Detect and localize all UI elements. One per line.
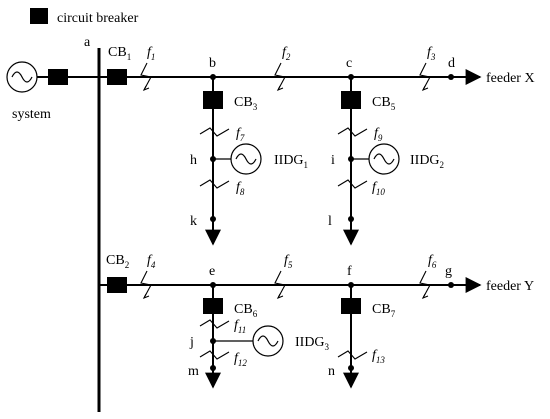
bus-label-n: n xyxy=(328,364,335,379)
breaker-cb1 xyxy=(107,69,127,85)
breaker-cb2 xyxy=(107,277,127,293)
bus-label-j: j xyxy=(189,335,194,350)
bus-label-i: i xyxy=(331,153,335,168)
bus-node-g xyxy=(448,282,454,288)
breaker-cb3 xyxy=(203,91,223,109)
bus-label-k: k xyxy=(190,214,197,229)
breaker-cb6 xyxy=(203,298,223,314)
breaker-cb1-label: CB1 xyxy=(108,45,131,62)
fault-label-f9: f9 xyxy=(374,126,383,143)
fault-bolt-f9 xyxy=(337,127,368,137)
fault-bolt-f6-tip xyxy=(421,293,429,300)
bus-label-b: b xyxy=(209,56,216,71)
iidg1-source-icon xyxy=(230,143,262,175)
fault-label-f8: f8 xyxy=(236,180,245,197)
breaker-cb3-label: CB3 xyxy=(234,95,258,112)
fault-bolt-f11 xyxy=(199,319,230,329)
sine-wave-icon xyxy=(235,153,257,165)
bus-label-e: e xyxy=(209,264,215,279)
fault-bolt-f5 xyxy=(274,270,286,299)
sine-wave-icon xyxy=(11,71,33,83)
bus-label-m: m xyxy=(188,364,199,379)
fault-label-f7: f7 xyxy=(236,126,245,143)
breaker-cb5 xyxy=(341,91,361,109)
fault-label-f11: f11 xyxy=(234,318,246,335)
iidg1-label: IIDG1 xyxy=(274,153,308,170)
bus-label-l: l xyxy=(328,214,332,229)
fault-bolt-f7 xyxy=(199,127,230,137)
bus-label-h: h xyxy=(190,153,197,168)
bus-node-m xyxy=(210,365,216,371)
breaker-cb2-label: CB2 xyxy=(106,253,129,270)
fault-label-f10: f10 xyxy=(372,180,385,197)
bus-node-d xyxy=(448,74,454,80)
fault-bolt-f3-tip xyxy=(421,85,429,92)
fault-bolt-f13 xyxy=(337,350,368,360)
system-label: system xyxy=(12,107,51,122)
fault-bolt-f5-tip xyxy=(276,293,284,300)
fault-label-f12: f12 xyxy=(234,351,247,368)
fault-bolt-f4-tip xyxy=(142,293,150,300)
legend-label: circuit breaker xyxy=(57,11,139,26)
iidg2-label: IIDG2 xyxy=(410,153,444,170)
fault-label-f2: f2 xyxy=(282,45,291,62)
fault-bolt-f2 xyxy=(274,62,286,91)
fault-bolt-f2-tip xyxy=(276,85,284,92)
bus-label-d: d xyxy=(448,56,455,71)
fault-label-f5: f5 xyxy=(284,253,293,270)
fault-bolt-f1-tip xyxy=(142,85,150,92)
fault-label-f1: f1 xyxy=(147,45,155,62)
fault-label-f3: f3 xyxy=(427,45,436,62)
legend-breaker-symbol xyxy=(30,8,48,24)
fault-bolt-f12 xyxy=(199,350,230,360)
bus-label-g: g xyxy=(445,264,452,279)
bus-label-c: c xyxy=(346,56,352,71)
breaker-cb6-label: CB6 xyxy=(234,302,258,319)
sine-wave-icon xyxy=(373,153,395,165)
bus-label-a: a xyxy=(84,35,91,50)
fault-label-f6: f6 xyxy=(428,253,437,270)
breaker-cb5-label: CB5 xyxy=(372,95,396,112)
breaker-cb7-label: CB7 xyxy=(372,302,396,319)
iidg3-label: IIDG3 xyxy=(295,335,330,352)
bus-node-n xyxy=(348,365,354,371)
fault-bolt-f10 xyxy=(337,179,368,189)
feeder-y-label: feeder Y xyxy=(486,279,534,294)
feeder-x-label: feeder X xyxy=(486,71,535,86)
system-breaker xyxy=(48,69,68,85)
fault-bolt-f8 xyxy=(199,179,230,189)
bus-label-f: f xyxy=(347,264,352,279)
fault-bolt-f3 xyxy=(419,62,431,91)
fault-bolt-f6 xyxy=(419,270,431,299)
fault-bolt-f4 xyxy=(140,270,152,299)
iidg2-source-icon xyxy=(368,143,400,175)
breaker-cb7 xyxy=(341,298,361,314)
bus-node-k xyxy=(210,216,216,222)
fault-label-f4: f4 xyxy=(147,253,156,270)
bus-node-l xyxy=(348,216,354,222)
fault-label-f13: f13 xyxy=(372,348,385,365)
fault-bolt-f1 xyxy=(140,62,152,91)
iidg3-source-icon xyxy=(252,325,284,357)
sine-wave-icon xyxy=(257,335,279,347)
